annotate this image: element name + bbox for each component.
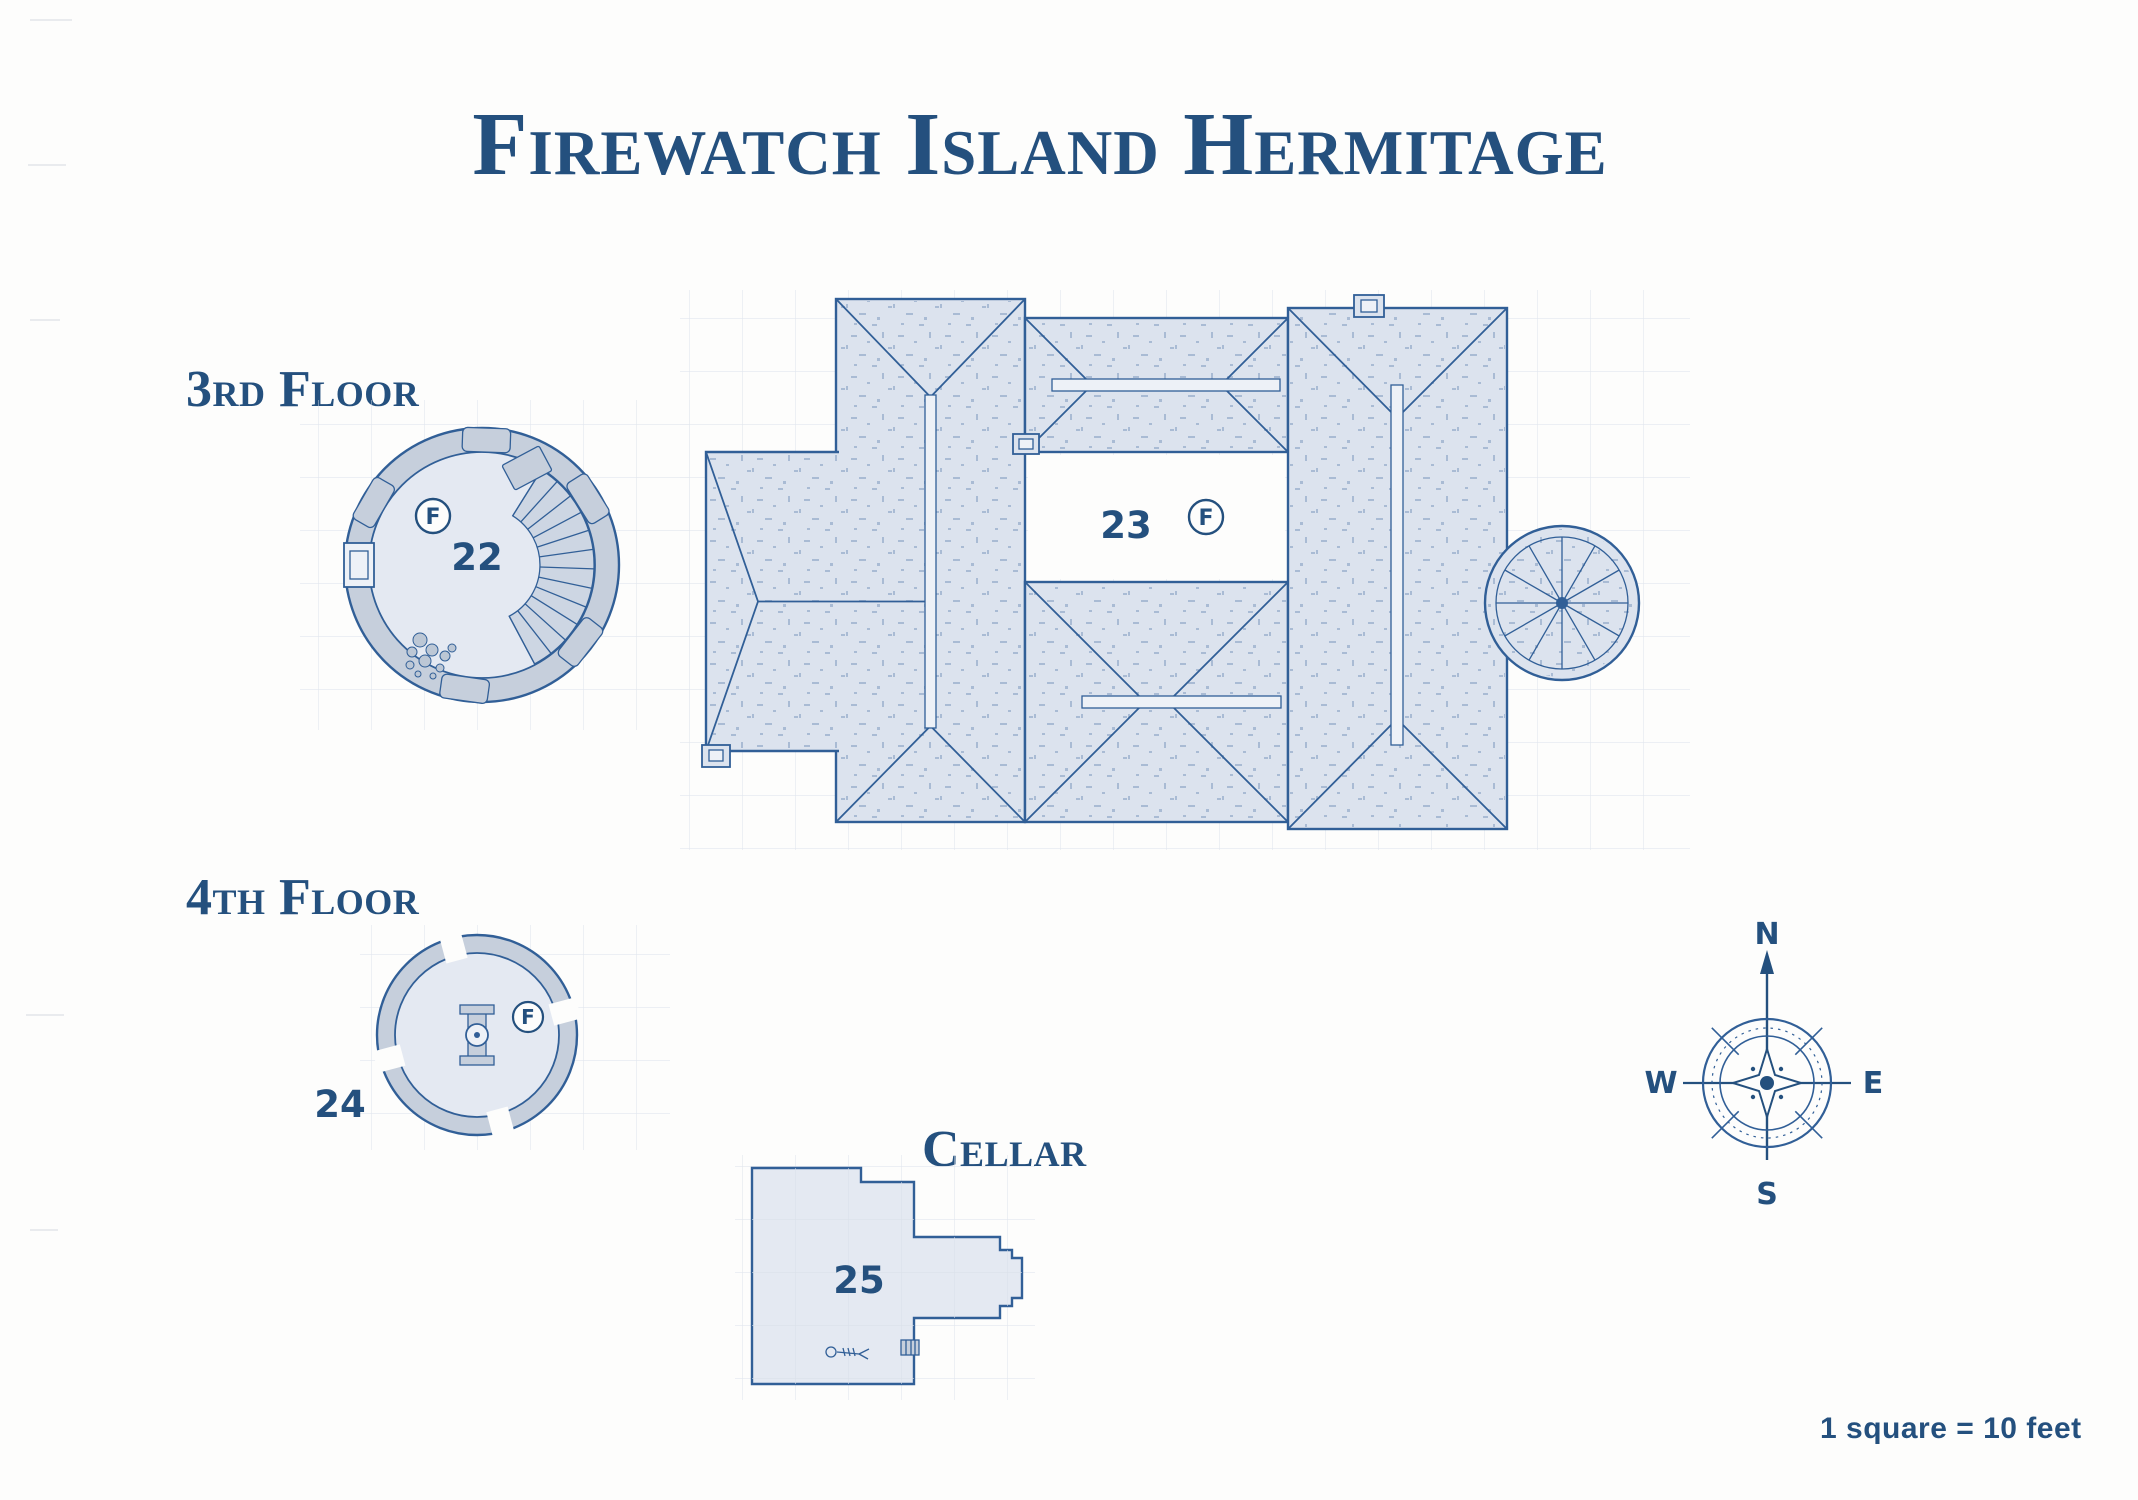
tower-4th-floor: 24 F: [314, 930, 582, 1140]
ridge-walkway-left-tall: [924, 394, 937, 729]
courtyard-gap: [1028, 455, 1285, 579]
skeleton-decoration: [825, 1346, 870, 1360]
fireplace-marker-22: F: [414, 497, 452, 535]
scale-note: 1 square = 10 feet: [1820, 1412, 2082, 1445]
compass-ornate-ring: [1711, 1027, 1823, 1139]
compass-inner-ring: [1719, 1035, 1815, 1131]
compass-west-label: W: [1644, 1066, 1677, 1101]
roof-hip-lines: [705, 298, 1508, 830]
floor-grate: [900, 1339, 920, 1356]
roof-ridge-walkways: [924, 378, 1404, 746]
compass-center-dot: [1760, 1076, 1774, 1090]
compass-east-label: E: [1863, 1066, 1884, 1101]
room-number-24: 24: [314, 1083, 366, 1126]
compass-north-arrow: [1760, 950, 1774, 974]
fireplace-marker-letter: F: [425, 505, 440, 530]
ridge-walkway-right: [1390, 384, 1404, 746]
fireplace-marker-24: F: [511, 1000, 545, 1034]
compass-north-label: N: [1754, 917, 1779, 952]
roof-spokes: [1496, 537, 1628, 669]
chimney-top: [1353, 294, 1385, 318]
curved-staircase: [508, 469, 595, 665]
chimneys: [701, 294, 1385, 768]
compass-outer-ring: [1701, 1017, 1833, 1149]
stair-steps: [508, 469, 594, 665]
room-number-22: 22: [451, 536, 503, 579]
fireplace-marker-letter: F: [521, 1005, 535, 1029]
ridge-walkway-bottom-middle: [1081, 695, 1282, 709]
chimney-bottom-left: [701, 744, 731, 768]
signal-beacon: [459, 1004, 495, 1066]
room-number-25: 25: [833, 1259, 885, 1302]
tower-3rd-floor: 22 F: [343, 426, 621, 705]
ridge-walkway-top-middle: [1051, 378, 1281, 392]
wall-buttress-blocks: [352, 426, 610, 705]
compass-south-label: S: [1756, 1177, 1778, 1212]
map-title: Firewatch Island Hermitage: [472, 95, 1608, 194]
room-number-23: 23: [1100, 504, 1152, 547]
paper-margin-marks: [26, 19, 72, 1231]
fireplace-marker-23: F: [1187, 498, 1225, 536]
chimney-middle-left: [1012, 433, 1040, 455]
fireplace-marker-letter: F: [1198, 506, 1213, 531]
rubble-debris: [405, 632, 457, 680]
compass-corner-dots: [1750, 1066, 1784, 1100]
floor-4-label: 4th Floor: [186, 869, 420, 926]
round-tower-roof: [1483, 524, 1641, 682]
table: [501, 445, 553, 491]
main-building-roof: 23 F: [701, 294, 1641, 831]
compass-diagonal-ticks: [1711, 1027, 1823, 1139]
compass-rose: N E S W: [1644, 917, 1883, 1212]
door-west: [343, 542, 375, 588]
wall-gaps: [372, 930, 582, 1140]
